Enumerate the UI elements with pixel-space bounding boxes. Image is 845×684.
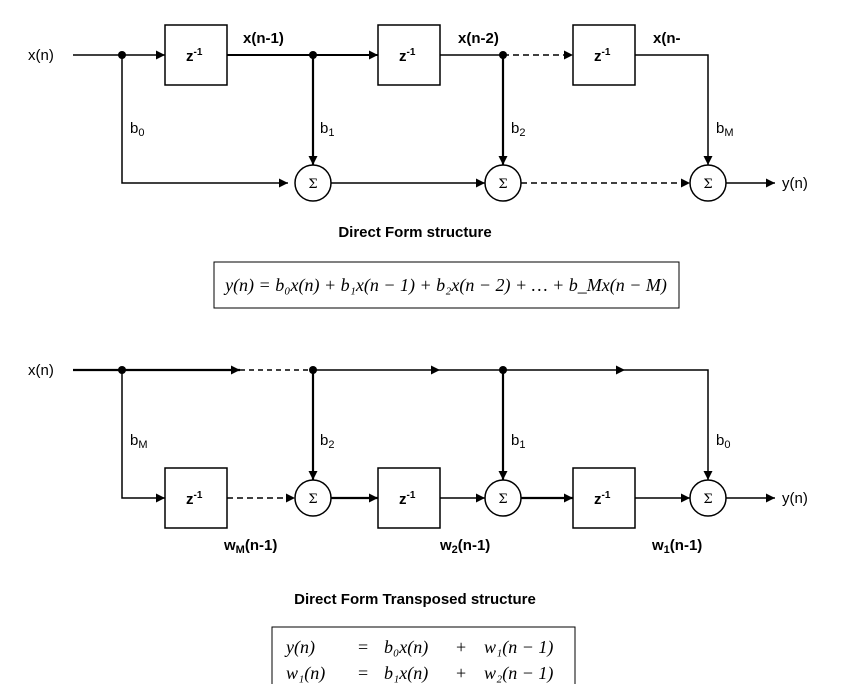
df-input-label: x(n) bbox=[28, 47, 54, 64]
tf-junction-1 bbox=[309, 366, 317, 374]
tf-state-w2: w2(n-1) bbox=[439, 537, 490, 556]
tf-output-label: y(n) bbox=[782, 490, 808, 507]
df-coef-b2: b2 bbox=[511, 120, 525, 139]
tf-delay-3-label: z-1 bbox=[594, 490, 611, 508]
tf-eq1-t1: b₀x(n) bbox=[384, 637, 428, 658]
tf-tap-bM bbox=[121, 370, 165, 503]
tf-eq2-plus: + bbox=[456, 663, 466, 683]
tf-summer-3-symbol: Σ bbox=[703, 492, 712, 507]
df-title: Direct Form structure bbox=[338, 224, 491, 241]
tf-eq1-lhs: y(n) bbox=[284, 637, 315, 658]
tf-title: Direct Form Transposed structure bbox=[294, 591, 536, 608]
transposed-form-diagram bbox=[73, 365, 775, 529]
tf-eq1-t2: w₁(n − 1) bbox=[484, 637, 553, 658]
tf-equation-row-2: w₁(n) = b₁x(n) + w₂(n − 1) bbox=[286, 663, 553, 684]
tf-summer-3 bbox=[689, 479, 727, 517]
tf-delay-2-label: z-1 bbox=[399, 490, 416, 508]
tf-equation-box bbox=[271, 626, 576, 684]
df-junction-0 bbox=[118, 51, 126, 59]
df-summer-3-symbol: Σ bbox=[703, 177, 712, 192]
tf-coef-b1: b1 bbox=[511, 432, 525, 451]
df-coef-b0: b0 bbox=[130, 120, 144, 139]
tf-input-label: x(n) bbox=[28, 362, 54, 379]
tf-eq2-t1: b₁x(n) bbox=[384, 663, 428, 684]
df-equation-box bbox=[213, 261, 680, 309]
tf-state-wM: wM(n-1) bbox=[223, 537, 277, 556]
df-tap-bM bbox=[635, 54, 713, 165]
tf-summer-2 bbox=[484, 479, 522, 517]
tf-tap-b0 bbox=[625, 369, 713, 480]
tf-eq2-op: = bbox=[358, 663, 368, 683]
df-equation: y(n) = b₀x(n) + b₁x(n − 1) + b₂x(n − 2) … bbox=[223, 275, 667, 296]
tf-summer-1-symbol: Σ bbox=[308, 492, 317, 507]
tf-coef-b0: b0 bbox=[716, 432, 730, 451]
tf-summer-2-symbol: Σ bbox=[498, 492, 507, 507]
df-delay-1-label: z-1 bbox=[186, 47, 203, 65]
df-tap-label-2: x(n-2) bbox=[458, 30, 499, 47]
tf-eq2-lhs: w₁(n) bbox=[286, 663, 325, 684]
df-summer-2-symbol: Σ bbox=[498, 177, 507, 192]
df-delay-2-label: z-1 bbox=[399, 47, 416, 65]
df-coef-b1: b1 bbox=[320, 120, 334, 139]
df-tap-b0 bbox=[121, 55, 288, 188]
tf-eq1-plus: + bbox=[456, 637, 466, 657]
direct-form-diagram bbox=[73, 24, 775, 202]
df-coef-bM: bM bbox=[716, 120, 734, 139]
df-summer-1-symbol: Σ bbox=[308, 177, 317, 192]
tf-junction-2 bbox=[499, 366, 507, 374]
tf-summer-1 bbox=[294, 479, 332, 517]
tf-coef-b2: b2 bbox=[320, 432, 334, 451]
tf-equation-row-1: y(n) = b₀x(n) + w₁(n − 1) bbox=[284, 637, 553, 658]
df-junction-1 bbox=[309, 51, 317, 59]
tf-state-w1: w1(n-1) bbox=[651, 537, 702, 556]
df-junction-2 bbox=[499, 51, 507, 59]
df-tap-label-3: x(n- bbox=[653, 30, 681, 47]
df-tap-label-1: x(n-1) bbox=[243, 30, 284, 47]
tf-eq1-op: = bbox=[358, 637, 368, 657]
tf-delay-1-label: z-1 bbox=[186, 490, 203, 508]
tf-eq2-t2: w₂(n − 1) bbox=[484, 663, 553, 684]
df-delay-3-label: z-1 bbox=[594, 47, 611, 65]
tf-coef-bM: bM bbox=[130, 432, 148, 451]
tf-junction-0 bbox=[118, 366, 126, 374]
df-output-label: y(n) bbox=[782, 175, 808, 192]
